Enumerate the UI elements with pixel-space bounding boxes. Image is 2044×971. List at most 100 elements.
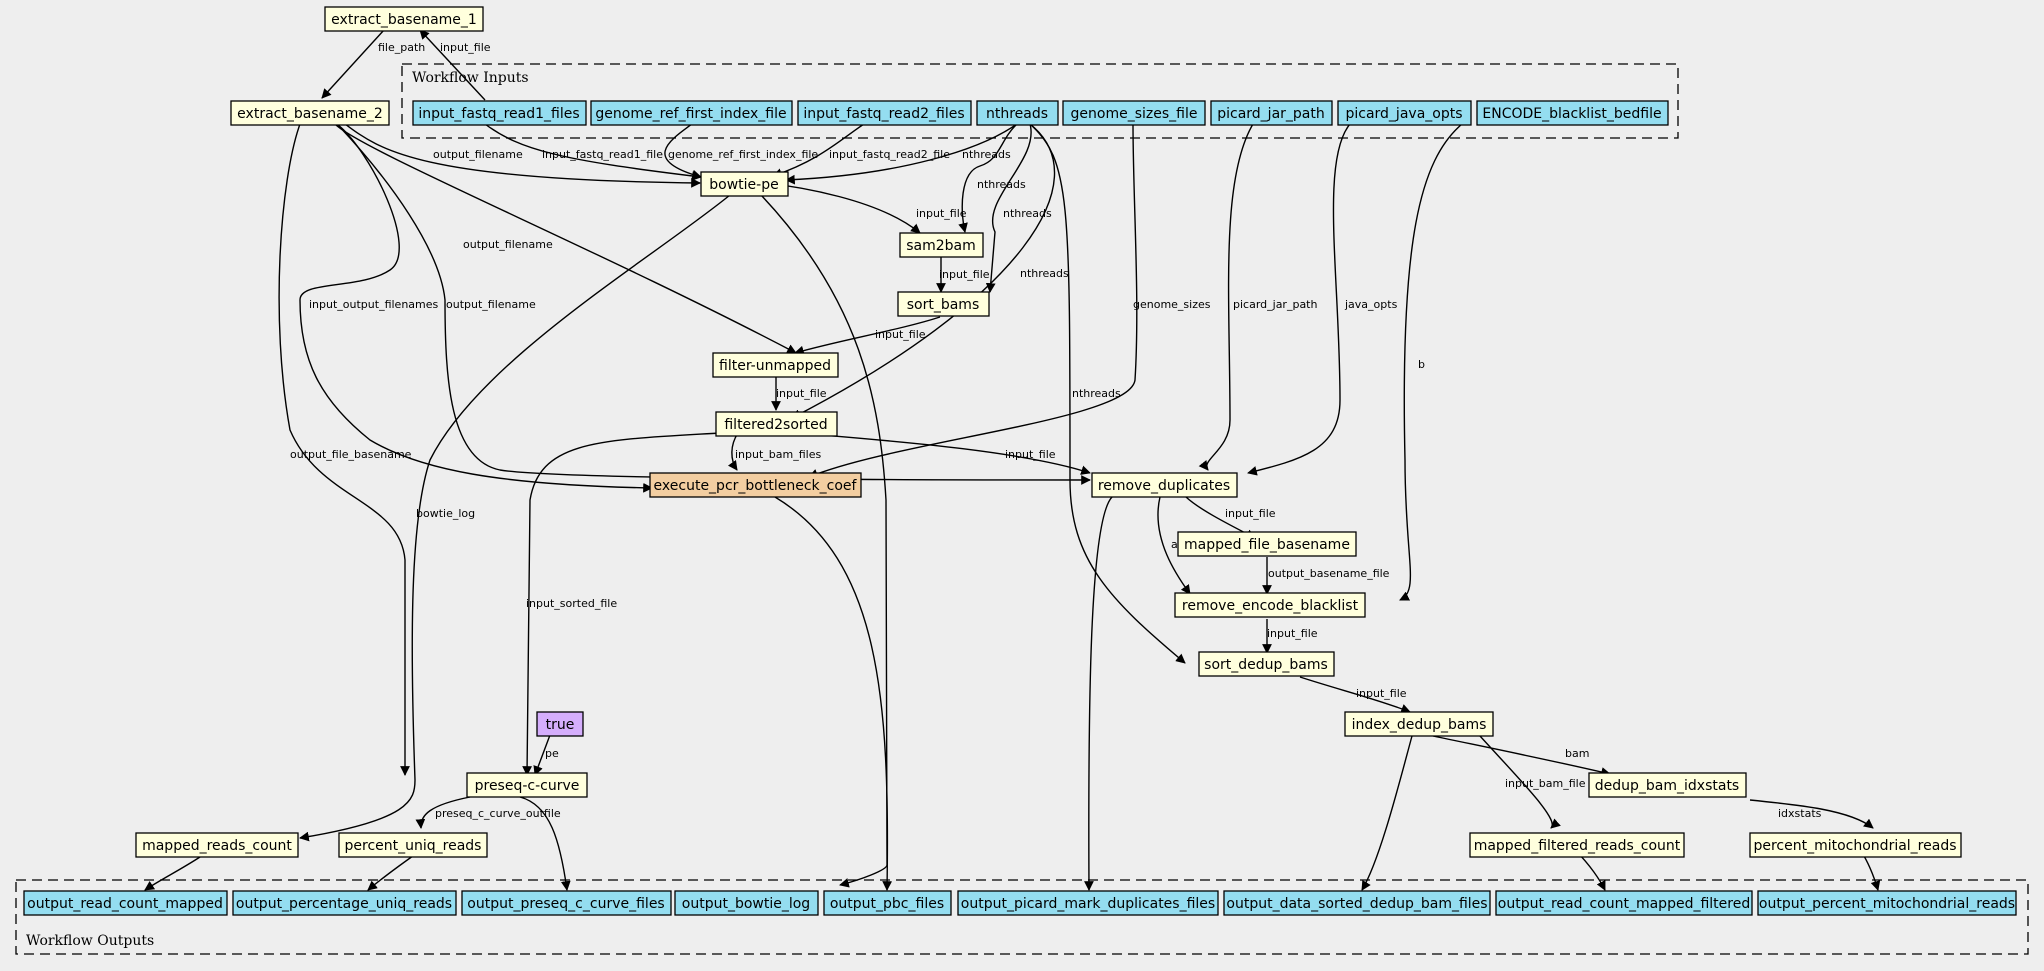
node-nthreads[interactable]: nthreads [976, 100, 1059, 126]
node-sam2bam[interactable]: sam2bam [899, 232, 984, 258]
node-output-data-sorted-dedup-bam-files[interactable]: output_data_sorted_dedup_bam_files [1223, 890, 1491, 916]
svg-text:output_data_sorted_dedup_bam_f: output_data_sorted_dedup_bam_files [1226, 896, 1487, 912]
svg-text:sam2bam: sam2bam [906, 238, 976, 254]
edge-label-input-file-sort: input_file [939, 268, 990, 281]
edge-label-input-sorted-file: input_sorted_file [526, 597, 617, 610]
node-encode-blacklist-bedfile[interactable]: ENCODE_blacklist_bedfile [1476, 100, 1669, 126]
edge-label-genome-ref-first-index-file: genome_ref_first_index_file [668, 148, 818, 161]
node-output-percentage-uniq-reads[interactable]: output_percentage_uniq_reads [232, 890, 457, 916]
node-sort-bams[interactable]: sort_bams [897, 291, 990, 317]
svg-text:mapped_file_basename: mapped_file_basename [1184, 537, 1350, 553]
svg-text:extract_basename_1: extract_basename_1 [331, 12, 477, 28]
svg-text:output_picard_mark_duplicates_: output_picard_mark_duplicates_files [961, 896, 1215, 912]
svg-text:mapped_filtered_reads_count: mapped_filtered_reads_count [1474, 838, 1681, 854]
edge-label-input-file-eb1: input_file [440, 41, 491, 54]
edge-label-a: a [1171, 538, 1178, 551]
edge-label-input-bam-file: input_bam_file [1505, 777, 1586, 790]
svg-text:remove_encode_blacklist: remove_encode_blacklist [1182, 598, 1359, 614]
edge-label-output-file-basename: output_file_basename [290, 448, 412, 461]
edge-label-java-opts: java_opts [1344, 298, 1398, 311]
edge-label-output-filename-3: output_filename [446, 298, 536, 311]
edge-label-input-file-filter: input_file [875, 328, 926, 341]
node-index-dedup-bams[interactable]: index_dedup_bams [1344, 711, 1494, 737]
edge-label-output-basename-file: output_basename_file [1268, 567, 1390, 580]
svg-text:output_percentage_uniq_reads: output_percentage_uniq_reads [236, 896, 452, 912]
node-output-read-count-mapped[interactable]: output_read_count_mapped [23, 890, 228, 916]
edge-label-input-file-sdb: input_file [1267, 627, 1318, 640]
edge-label-bam: bam [1565, 747, 1589, 760]
edges [144, 29, 1881, 891]
svg-text:percent_uniq_reads: percent_uniq_reads [345, 838, 482, 854]
edge-label-nthreads-sort: nthreads [1003, 207, 1052, 220]
svg-text:genome_ref_first_index_file: genome_ref_first_index_file [595, 106, 786, 122]
svg-text:preseq-c-curve: preseq-c-curve [475, 778, 580, 794]
edge-label-bowtie-log: bowtie_log [416, 507, 475, 520]
svg-text:index_dedup_bams: index_dedup_bams [1352, 717, 1487, 733]
svg-text:bowtie-pe: bowtie-pe [709, 177, 778, 193]
edge-label-input-file-idx: input_file [1356, 687, 1407, 700]
edge-label-input-output-filenames: input_output_filenames [309, 298, 439, 311]
edge-label-preseq-c-curve-outfile: preseq_c_curve_outfile [435, 807, 561, 820]
node-filtered2sorted[interactable]: filtered2sorted [715, 411, 838, 437]
svg-text:picard_java_opts: picard_java_opts [1345, 106, 1462, 122]
node-bowtie-pe[interactable]: bowtie-pe [700, 171, 789, 197]
node-preseq-c-curve[interactable]: preseq-c-curve [466, 772, 588, 798]
node-mapped-reads-count[interactable]: mapped_reads_count [135, 832, 299, 858]
node-mapped-filtered-reads-count[interactable]: mapped_filtered_reads_count [1469, 832, 1685, 858]
svg-text:sort_dedup_bams: sort_dedup_bams [1204, 657, 1328, 673]
edge-label-input-fastq-read1-file: input_fastq_read1_file [542, 148, 663, 161]
edge-label-idxstats: idxstats [1778, 807, 1822, 820]
edge-label-input-file-sam2bam: input_file [916, 207, 967, 220]
svg-text:output_percent_mitochondrial_r: output_percent_mitochondrial_reads [1759, 896, 2015, 912]
node-picard-java-opts[interactable]: picard_java_opts [1337, 100, 1472, 126]
node-filter-unmapped[interactable]: filter-unmapped [712, 352, 839, 378]
node-genome-sizes-file[interactable]: genome_sizes_file [1062, 100, 1206, 126]
node-input-fastq-read2-files[interactable]: input_fastq_read2_files [797, 100, 972, 126]
node-output-percent-mitochondrial-reads[interactable]: output_percent_mitochondrial_reads [1757, 890, 2017, 916]
edge-label-input-fastq-read2-file: input_fastq_read2_file [829, 148, 950, 161]
node-remove-encode-blacklist[interactable]: remove_encode_blacklist [1174, 592, 1366, 618]
node-extract-basename-1[interactable]: extract_basename_1 [324, 6, 484, 32]
node-true-constant[interactable]: true [536, 711, 584, 737]
node-execute-pcr-bottleneck-coef[interactable]: execute_pcr_bottleneck_coef [649, 472, 862, 498]
svg-text:filtered2sorted: filtered2sorted [724, 417, 827, 433]
node-output-pbc-files[interactable]: output_pbc_files [823, 890, 952, 916]
svg-text:percent_mitochondrial_reads: percent_mitochondrial_reads [1753, 838, 1956, 854]
edge-label-nthreads-f2s: nthreads [1020, 267, 1069, 280]
svg-text:output_read_count_mapped_filte: output_read_count_mapped_filtered [1498, 896, 1750, 912]
svg-text:true: true [546, 717, 575, 733]
svg-text:nthreads: nthreads [986, 106, 1048, 122]
node-output-picard-mark-duplicates-files[interactable]: output_picard_mark_duplicates_files [957, 890, 1219, 916]
node-sort-dedup-bams[interactable]: sort_dedup_bams [1198, 651, 1335, 677]
node-output-preseq-c-curve-files[interactable]: output_preseq_c_curve_files [461, 890, 672, 916]
node-input-fastq-read1-files[interactable]: input_fastq_read1_files [412, 100, 587, 126]
workflow-inputs-label: Workflow Inputs [412, 70, 529, 86]
workflow-inputs-cluster: Workflow Inputs [401, 63, 1679, 139]
svg-text:dedup_bam_idxstats: dedup_bam_idxstats [1595, 778, 1739, 794]
edge-label-b: b [1418, 358, 1425, 371]
node-percent-uniq-reads[interactable]: percent_uniq_reads [338, 832, 488, 858]
edge-label-nthreads-sam2bam: nthreads [977, 178, 1026, 191]
node-genome-ref-first-index-file[interactable]: genome_ref_first_index_file [590, 100, 793, 126]
edge-label-file-path: file_path [378, 41, 425, 54]
node-remove-duplicates[interactable]: remove_duplicates [1091, 472, 1238, 498]
node-picard-jar-path[interactable]: picard_jar_path [1210, 100, 1333, 126]
node-mapped-file-basename[interactable]: mapped_file_basename [1177, 531, 1357, 557]
node-dedup-bam-idxstats[interactable]: dedup_bam_idxstats [1588, 772, 1747, 798]
node-output-read-count-mapped-filtered[interactable]: output_read_count_mapped_filtered [1495, 890, 1753, 916]
svg-text:picard_jar_path: picard_jar_path [1217, 106, 1325, 122]
svg-text:remove_duplicates: remove_duplicates [1098, 478, 1230, 494]
svg-text:filter-unmapped: filter-unmapped [719, 358, 831, 374]
svg-text:extract_basename_2: extract_basename_2 [237, 106, 383, 122]
node-percent-mitochondrial-reads[interactable]: percent_mitochondrial_reads [1749, 832, 1962, 858]
svg-text:mapped_reads_count: mapped_reads_count [142, 838, 292, 854]
edge-label-input-bam-files: input_bam_files [735, 448, 821, 461]
svg-text:sort_bams: sort_bams [907, 297, 980, 313]
edge-label-nthreads-sortdedup: nthreads [1072, 387, 1121, 400]
workflow-outputs-label: Workflow Outputs [26, 933, 154, 949]
edge-label-nthreads-bowtie: nthreads [962, 148, 1011, 161]
node-extract-basename-2[interactable]: extract_basename_2 [230, 100, 390, 126]
edge-label-output-filename-2: output_filename [463, 238, 553, 251]
node-output-bowtie-log[interactable]: output_bowtie_log [674, 890, 819, 916]
